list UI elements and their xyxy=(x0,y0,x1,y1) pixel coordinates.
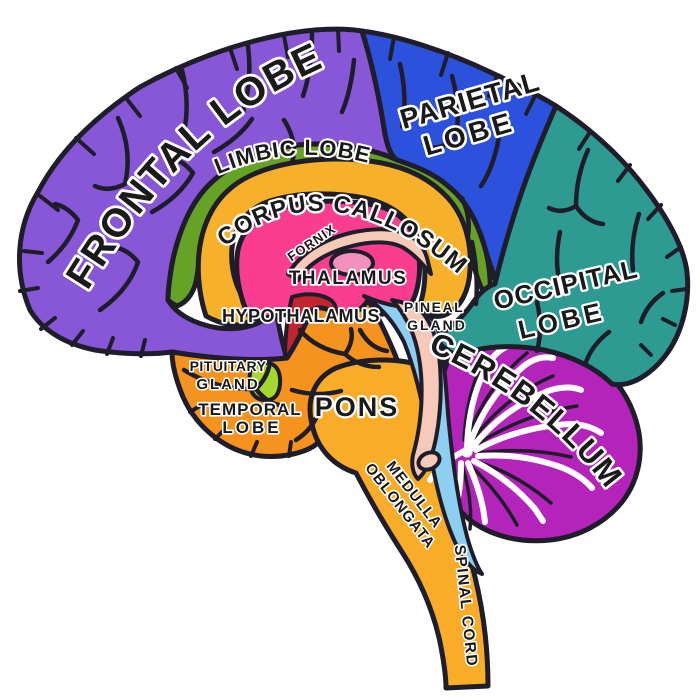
occipital-sulci-lines xyxy=(534,147,666,368)
parietal-sulci-lines xyxy=(397,61,503,307)
svg-text:PITUITARY: PITUITARY xyxy=(190,358,267,374)
arbor-vitae-hub xyxy=(461,446,473,458)
fornix-region xyxy=(286,227,433,282)
svg-text:GLAND: GLAND xyxy=(407,317,467,333)
cerebellar-tonsil xyxy=(416,450,442,472)
hypothalamus-label: HYPOTHALAMUS xyxy=(222,306,380,326)
limbic-sulcus-line xyxy=(459,195,471,239)
pineal-gland-label: PINEAL GLAND xyxy=(402,298,467,335)
pituitary-gland-label: PITUITARY GLAND xyxy=(188,357,267,395)
svg-text:GLAND: GLAND xyxy=(196,376,259,393)
frontal-sulci-lines xyxy=(45,31,357,313)
svg-text:PINEAL: PINEAL xyxy=(404,299,464,315)
thalamus-label: THALAMUS xyxy=(289,268,408,289)
gyri-edge-notches xyxy=(18,27,689,458)
svg-text:LOBE: LOBE xyxy=(222,418,281,437)
tectum-stalk-region xyxy=(390,298,443,481)
cerebellum-folia-lines xyxy=(460,351,579,531)
pons-label: PONS xyxy=(315,392,400,422)
midbrain-branch-lines xyxy=(289,326,390,397)
svg-text:TEMPORAL: TEMPORAL xyxy=(198,400,301,419)
temporal-lobe-label: TEMPORAL LOBE xyxy=(197,398,303,438)
temporal-sulci-lines xyxy=(181,364,322,443)
interthalamic-adhesion xyxy=(329,249,375,277)
